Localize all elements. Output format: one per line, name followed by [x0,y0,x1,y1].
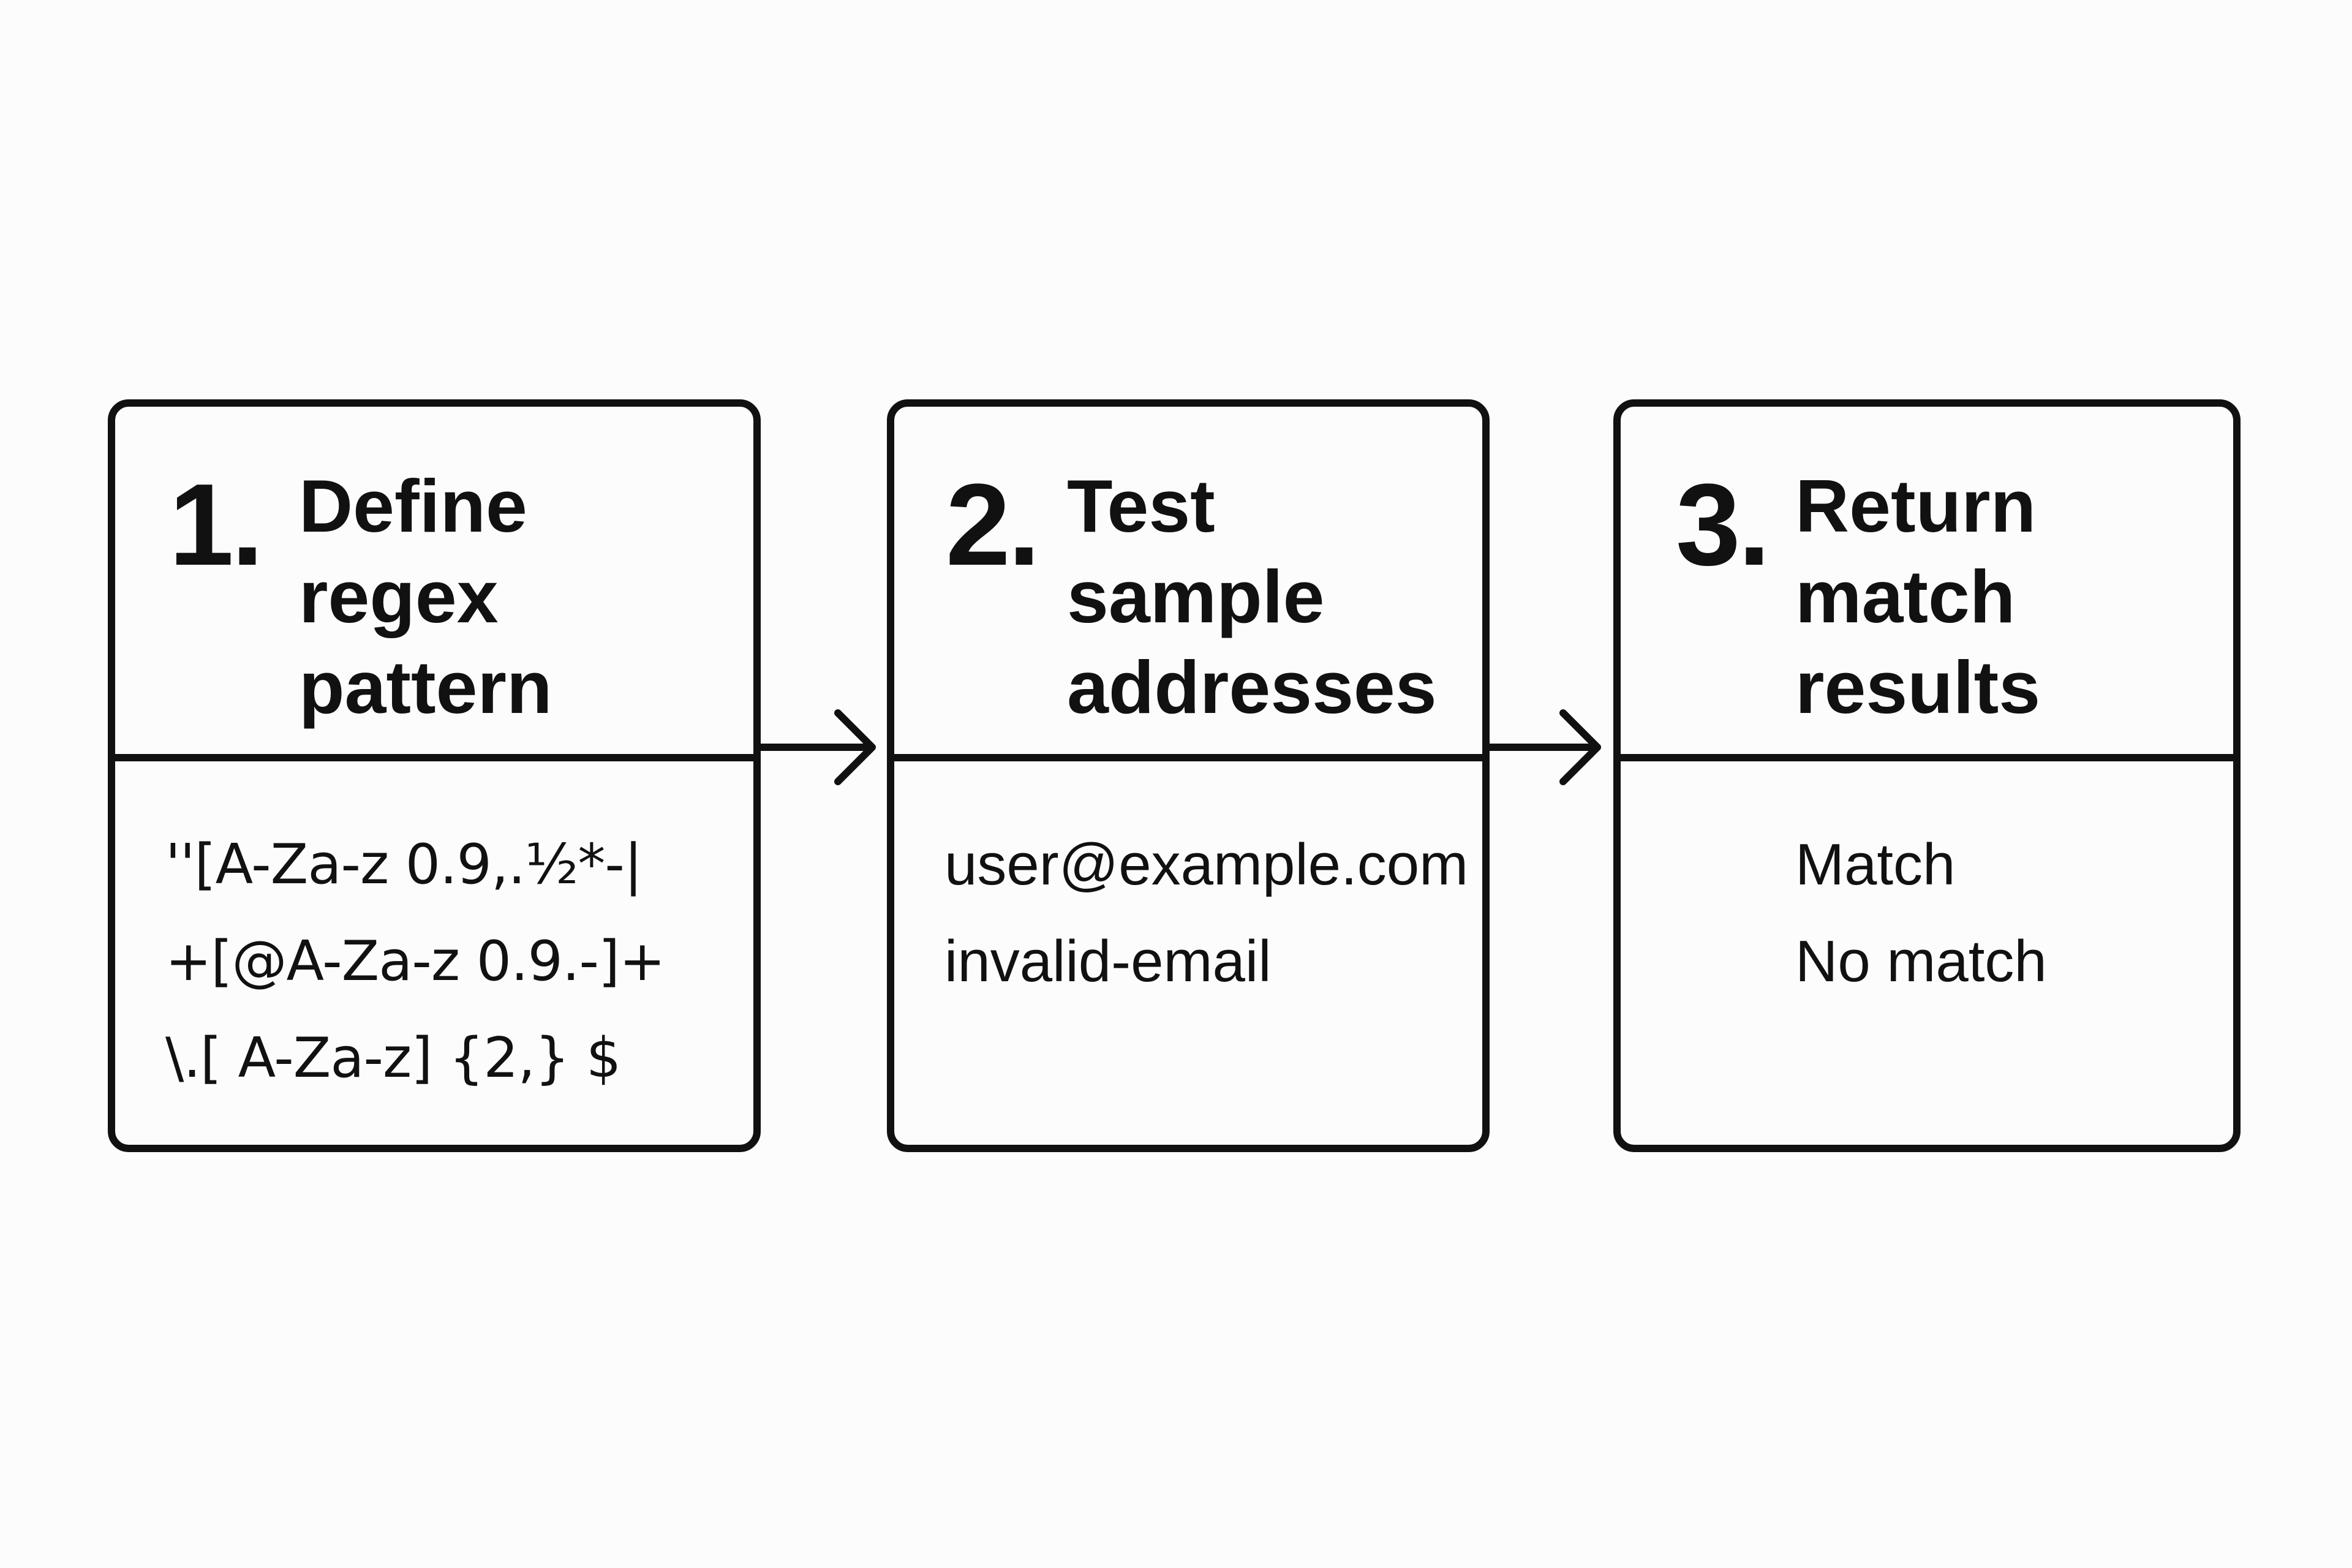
step-3-number: 3. [1676,460,1770,590]
step-2-title: Test sample addresses [1067,461,1437,733]
step-2-header: 2. Test sample addresses [894,407,1482,761]
step-1-number: 1. [169,460,263,590]
arrow-right-icon [756,709,876,785]
sample-address: user@example.com [944,832,1469,897]
sample-addresses-list: user@example.com invalid-email [944,816,1468,1010]
match-results-list: Match No match [1795,816,2047,1010]
regex-pattern-text: ''[A-Za-z 0.9,.½*-| +[@A-Za-z 0.9.-]+ \.… [165,816,665,1107]
step-2-title-line: sample [1067,555,1325,638]
step-2-title-line: Test [1067,464,1215,548]
step-3-box: 3. Return match results Match No match [1613,399,2241,1152]
regex-line: +[@A-Za-z 0.9.-]+ [165,929,665,993]
step-2-title-line: addresses [1067,646,1437,729]
step-2-box: 2. Test sample addresses user@example.co… [887,399,1490,1152]
step-1-title-line: Define [299,464,527,548]
step-1-title: Define regex pattern [299,461,552,733]
match-result: Match [1795,832,1956,897]
step-3-body: Match No match [1621,761,2233,1145]
match-result: No match [1795,929,2047,994]
arrow-right-icon [1483,709,1601,785]
regex-line: ''[A-Za-z 0.9,.½*-| [165,832,643,897]
step-1-title-line: pattern [299,646,552,729]
step-1-title-line: regex [299,555,499,638]
step-3-title-line: match [1795,555,2016,638]
step-2-body: user@example.com invalid-email [894,761,1482,1145]
step-3-title-line: Return [1795,464,2037,548]
regex-line: \.[ A-Za-z] {2,} $ [165,1026,621,1090]
sample-address: invalid-email [944,929,1272,994]
step-3-header: 3. Return match results [1621,407,2233,761]
step-3-title-line: results [1795,646,2041,729]
step-3-title: Return match results [1795,461,2040,733]
step-1-box: 1. Define regex pattern ''[A-Za-z 0.9,.½… [108,399,761,1152]
step-2-number: 2. [946,460,1040,590]
step-1-body: ''[A-Za-z 0.9,.½*-| +[@A-Za-z 0.9.-]+ \.… [115,761,753,1145]
step-1-header: 1. Define regex pattern [115,407,753,761]
